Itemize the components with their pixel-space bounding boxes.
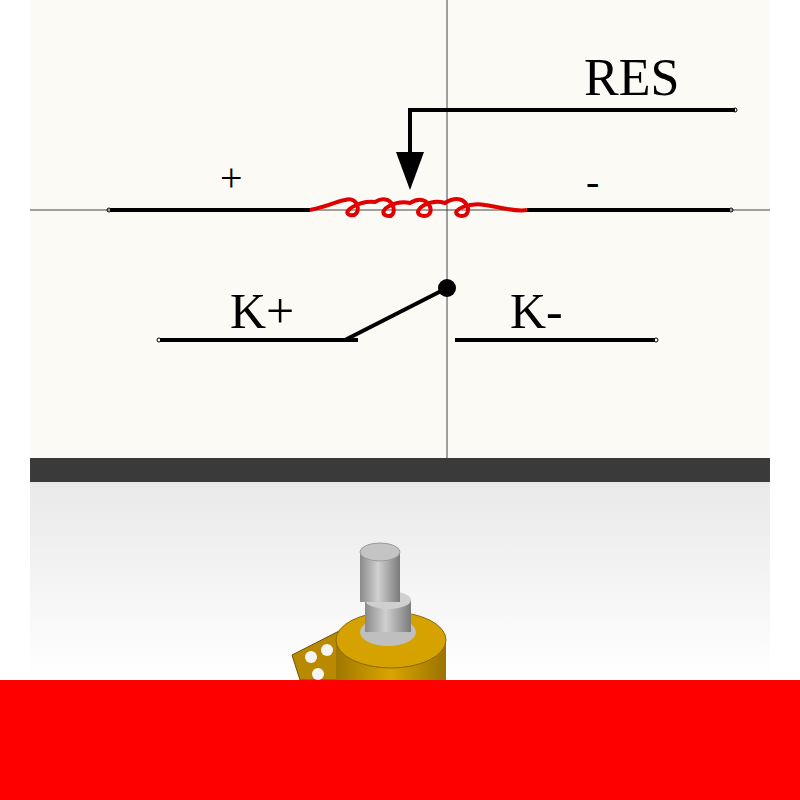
pin-end xyxy=(157,338,161,342)
pin-label: + xyxy=(220,158,243,198)
pin-label: K- xyxy=(510,286,563,336)
pin-end xyxy=(107,208,111,212)
wiper-arrow xyxy=(396,152,424,190)
sheet xyxy=(30,0,770,458)
red-band xyxy=(0,680,800,800)
minus-lead xyxy=(527,208,730,212)
pin-end xyxy=(729,208,733,212)
switch-lead xyxy=(455,338,655,342)
resistor-coil xyxy=(310,199,527,216)
pin-label: - xyxy=(586,162,599,202)
pin-end xyxy=(733,108,737,112)
switch-pivot xyxy=(438,279,456,297)
switch-lever xyxy=(345,288,447,340)
crosshair xyxy=(30,210,770,211)
divider-bar xyxy=(30,458,770,482)
pin-label: K+ xyxy=(230,286,294,336)
plus-lead xyxy=(110,208,310,212)
pin-end xyxy=(654,338,658,342)
crosshair xyxy=(447,0,448,458)
wiper-lead xyxy=(410,110,735,160)
pin-label: RES xyxy=(584,52,679,104)
view-ground xyxy=(30,482,770,680)
potentiometer-render xyxy=(292,543,446,680)
switch-lead xyxy=(160,338,358,342)
